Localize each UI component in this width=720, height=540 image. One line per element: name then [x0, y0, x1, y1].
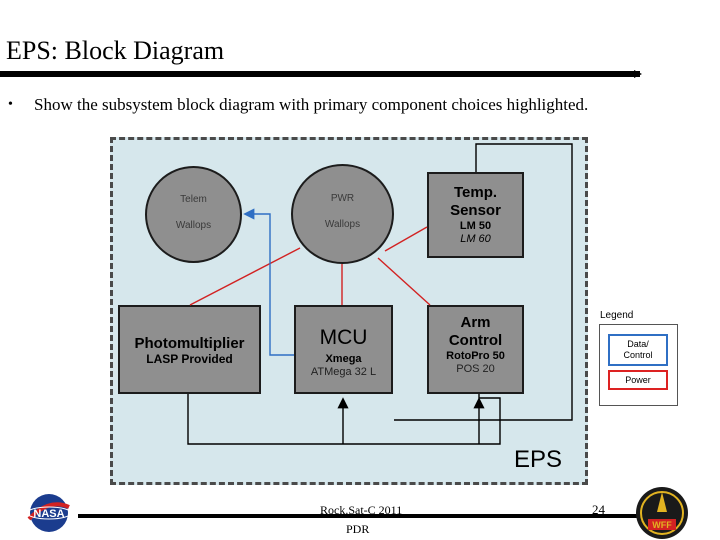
page-number: 24: [592, 502, 605, 517]
legend-data-line-1: Data/: [627, 339, 649, 349]
power-line-pwr-arm: [377, 257, 431, 306]
temp-sensor-block: Temp. Sensor LM 50 LM 60: [427, 172, 524, 258]
title-divider-tip: [634, 70, 642, 78]
legend-power: Power: [608, 370, 668, 390]
pwr-label: PWR: [330, 193, 355, 204]
power-line-pwr-temp: [384, 226, 428, 252]
mcu-primary: Xmega: [325, 353, 362, 365]
mcu-block: MCU Xmega ATMega 32 L: [294, 305, 393, 394]
bullet-text: Show the subsystem block diagram with pr…: [34, 95, 589, 114]
legend-data-line-2: Control: [623, 350, 653, 360]
legend-title: Legend: [600, 310, 634, 321]
arm-control-alt: POS 20: [456, 363, 495, 375]
footer-review: PDR: [346, 522, 370, 536]
footer-course: Rock.Sat-C 2011: [320, 503, 403, 517]
temp-sensor-primary: LM 50: [459, 220, 492, 232]
eps-system-label: EPS: [514, 446, 563, 473]
svg-text:NASA: NASA: [33, 508, 64, 520]
power-line-pwr-photomultiplier: [189, 247, 301, 306]
arm-control-primary: RotoPro 50: [446, 350, 505, 362]
slide-title: EPS: Block Diagram: [6, 36, 225, 65]
data-bus-bottom: [187, 394, 501, 445]
photomultiplier-title: Photomultiplier: [134, 335, 245, 352]
legend-power-label: Power: [625, 375, 651, 385]
wff-logo: WFF: [636, 487, 688, 539]
arm-control-block: Arm Control RotoPro 50 POS 20: [427, 305, 524, 394]
legend-data-control: Data/ Control: [608, 334, 668, 366]
mcu-title: MCU: [319, 326, 368, 349]
arm-control-title-1: Arm: [460, 314, 491, 331]
pwr-provider: Wallops: [324, 219, 361, 230]
mcu-alt: ATMega 32 L: [310, 366, 377, 378]
footer-divider: [78, 514, 638, 518]
bullet-marker: •: [8, 97, 13, 112]
nasa-logo: NASA: [25, 492, 73, 534]
temp-sensor-title-1: Temp.: [453, 184, 498, 201]
temp-sensor-alt: LM 60: [460, 233, 491, 245]
telem-label: Telem: [180, 194, 207, 205]
temp-sensor-title-2: Sensor: [450, 202, 501, 219]
telem-circle: Telem Wallops: [145, 166, 242, 263]
arm-control-title-2: Control: [448, 332, 503, 349]
telem-provider: Wallops: [175, 220, 212, 231]
data-line-mcu-telem: [243, 208, 294, 356]
data-line-temp-mcu: [394, 143, 573, 421]
photomultiplier-block: Photomultiplier LASP Provided: [118, 305, 261, 394]
svg-text:WFF: WFF: [652, 520, 672, 530]
pwr-circle: PWR Wallops: [291, 164, 394, 264]
photomultiplier-provider: LASP Provided: [146, 352, 233, 366]
title-divider: [0, 71, 640, 77]
